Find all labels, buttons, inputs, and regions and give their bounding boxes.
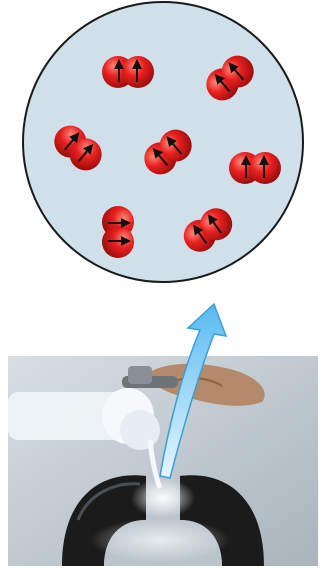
molecule [102, 56, 154, 88]
molecule [102, 206, 134, 258]
oxygen-mist [131, 478, 195, 518]
molecule [229, 152, 281, 184]
